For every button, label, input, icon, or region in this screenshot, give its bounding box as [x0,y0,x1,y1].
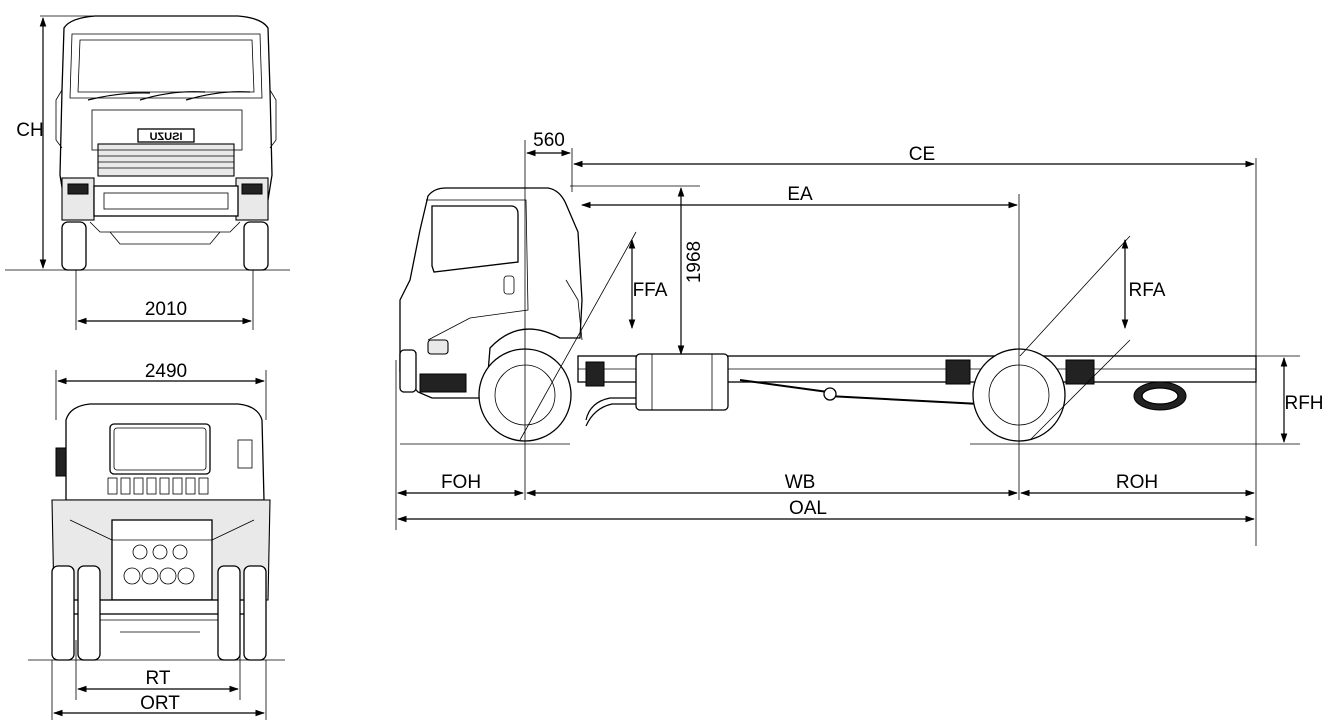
brand-logo-text: ISUZU [149,131,182,143]
wb-label: WB [785,472,816,493]
rfh-label: RFH [1284,393,1323,414]
rfa-label: RFA [1129,280,1166,301]
ffa-label: FFA [633,280,668,301]
rear-view: 2490 [28,361,285,720]
oal-label: OAL [789,498,827,519]
front-view: ISUZU CH 2010 [5,15,290,330]
ea-label: EA [787,184,813,205]
ort-label: ORT [140,693,180,714]
ce-label: CE [909,144,935,165]
dim-560-label: 560 [533,130,565,151]
dim-1968-label: 1968 [684,241,705,283]
foh-label: FOH [441,472,481,493]
ch-label: CH [16,120,43,141]
rt-label: RT [146,668,171,689]
width-front-label: 2010 [145,299,187,320]
roh-label: ROH [1116,472,1158,493]
side-view: 560 CE EA 1968 FFA RFA RFH FOH WB ROH OA… [395,130,1323,546]
width-rear-label: 2490 [145,361,187,382]
